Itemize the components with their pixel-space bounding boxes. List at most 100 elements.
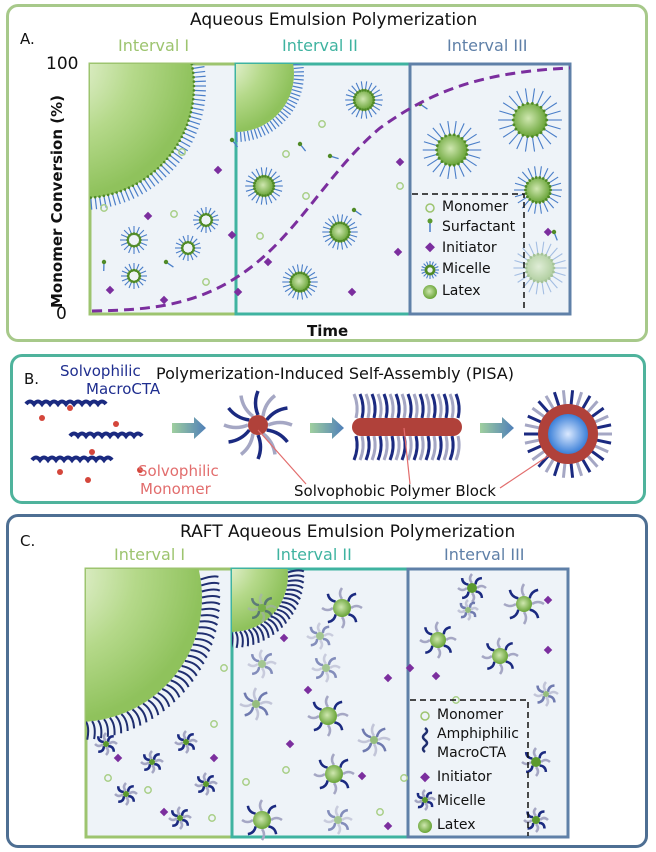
monomer-dot [57, 469, 63, 475]
latex-particle [245, 167, 283, 205]
solvophilic-monomer-label-1: Solvophilic [138, 462, 219, 480]
panel-a-monomer-droplet-1 [90, 64, 206, 210]
panel-a-legend [412, 193, 525, 312]
panel-a-x-axis-label: Time [307, 322, 349, 340]
micelle [311, 653, 341, 683]
initiator [285, 739, 295, 749]
panel-a-title: Aqueous Emulsion Polymerization [190, 10, 478, 30]
monomer-dot [39, 415, 45, 421]
solvophilic-macrocta-label-1: Solvophilic [60, 362, 141, 380]
monomer-dot [89, 449, 95, 455]
core [248, 415, 268, 435]
micelle [307, 695, 349, 737]
micelle [523, 807, 549, 833]
arrow [480, 417, 514, 439]
panel-a-particles [100, 81, 567, 305]
micelle [313, 753, 355, 795]
micelle [120, 226, 148, 254]
pointer-line [499, 455, 549, 489]
micelle [421, 261, 439, 279]
surfactant [163, 259, 174, 268]
latex-particle [322, 214, 358, 250]
monomer [220, 664, 228, 672]
initiator [143, 211, 153, 221]
panel-c-interval-3-label: Interval III [444, 545, 525, 564]
micelle [457, 599, 479, 621]
panel-a-interval-2-label: Interval II [282, 36, 358, 55]
solvophilic-macrocta-label-2: MacroCTA [86, 380, 161, 398]
initiator [279, 633, 289, 643]
monomer-dot [67, 405, 73, 411]
panel-b-letter: B. [24, 370, 40, 388]
panel-c-letter: C. [20, 532, 36, 550]
monomer [178, 148, 186, 156]
panel-a-interval-3-label: Interval III [447, 36, 528, 55]
monomer [376, 808, 384, 816]
arrow [172, 417, 206, 439]
micelle [239, 687, 273, 721]
monomer [318, 120, 326, 128]
vesicle-core [548, 414, 588, 454]
micelle [247, 649, 277, 679]
pointer-line [403, 427, 411, 485]
initiator [405, 663, 415, 673]
initiator [105, 285, 115, 295]
initiator [303, 685, 313, 695]
monomer [302, 192, 310, 200]
micelle [457, 573, 487, 603]
legend-c-latex-label: Latex [437, 817, 476, 833]
panel-b-graphics [24, 390, 612, 489]
panel-b [10, 354, 646, 504]
legend-micelle-label: Micelle [442, 261, 491, 277]
legend-latex-icon [423, 285, 437, 299]
legend-c-amphiphilic-label: Amphiphilic [437, 726, 519, 742]
latex-particle [513, 241, 567, 295]
micelle [323, 805, 353, 835]
panel-c-interval-3-box [406, 567, 570, 839]
legend-c-micelle-label: Micelle [437, 793, 486, 809]
legend-c-macrocta-label: MacroCTA [437, 745, 507, 761]
micelle [321, 587, 363, 629]
panel-c-monomer-droplet-1 [86, 569, 221, 740]
panel-c-interval-2-label: Interval II [276, 545, 352, 564]
monomer [170, 210, 178, 218]
latex-particle [345, 81, 383, 119]
initiator [357, 771, 367, 781]
micelle [481, 637, 519, 675]
initiator [543, 595, 553, 605]
monomer [202, 278, 210, 286]
micelle [174, 730, 198, 754]
legend-initiator-label: Initiator [442, 240, 497, 256]
monomer [210, 720, 218, 728]
panel-c [6, 514, 648, 848]
legend-c-initiator-label: Initiator [437, 769, 492, 785]
micelle [247, 593, 277, 623]
panel-c-particles [94, 573, 559, 841]
panel-a-conversion-curve [91, 66, 571, 313]
legend-c-latex-icon [418, 819, 432, 833]
macrocta-chain [24, 399, 108, 408]
micelle [94, 732, 118, 756]
initiator [395, 157, 405, 167]
surfactant [351, 207, 362, 216]
monomer [100, 204, 108, 212]
initiator [383, 673, 393, 683]
micelle [503, 583, 545, 625]
panel-a [6, 4, 648, 342]
latex-particle [422, 120, 482, 180]
legend-surfactant-label: Surfactant [442, 219, 516, 235]
monomer-dot [137, 467, 143, 473]
legend-monomer-icon [425, 203, 435, 213]
legend-latex-label: Latex [442, 283, 481, 299]
initiator [431, 671, 441, 681]
initiator [543, 645, 553, 655]
initiator [159, 295, 169, 305]
initiator [347, 287, 357, 297]
micelle [168, 806, 192, 830]
initiator [383, 821, 393, 831]
monomer [256, 232, 264, 240]
surfactant [229, 137, 239, 148]
micelle [533, 681, 559, 707]
solvophobic-block-label: Solvophobic Polymer Block [294, 482, 496, 500]
initiator [233, 287, 243, 297]
